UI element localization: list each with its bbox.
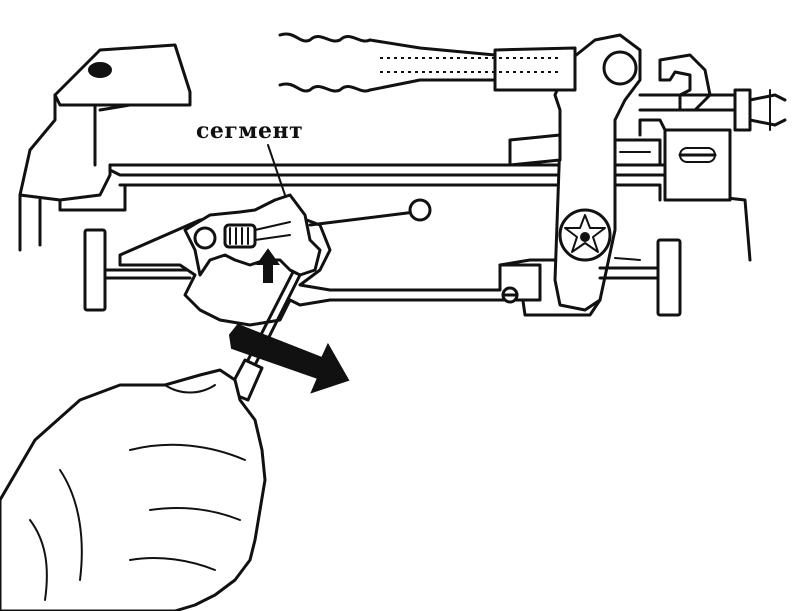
brake-cable [278,32,577,93]
arrow-up-icon [256,248,280,283]
right-anchor-pin [598,238,682,317]
mount-bracket [53,43,192,107]
segment-label: сегмент [196,118,304,144]
upper-shoe-pad [508,133,662,167]
adjuster-segment [183,193,432,277]
left-anchor-pin [83,228,192,312]
linkage-ball [408,198,432,222]
lower-brake-shoe [118,208,542,327]
adjuster-rod [638,88,787,132]
bracket-hole-icon [88,62,112,78]
segment-pivot [193,226,217,250]
lever-pivot-ring [602,50,638,86]
lever-hook [658,53,712,112]
wheel-cylinder-block [638,118,732,202]
label-leader-line [267,144,286,196]
hand-icon [0,368,267,611]
arrow-right-icon [228,323,350,394]
